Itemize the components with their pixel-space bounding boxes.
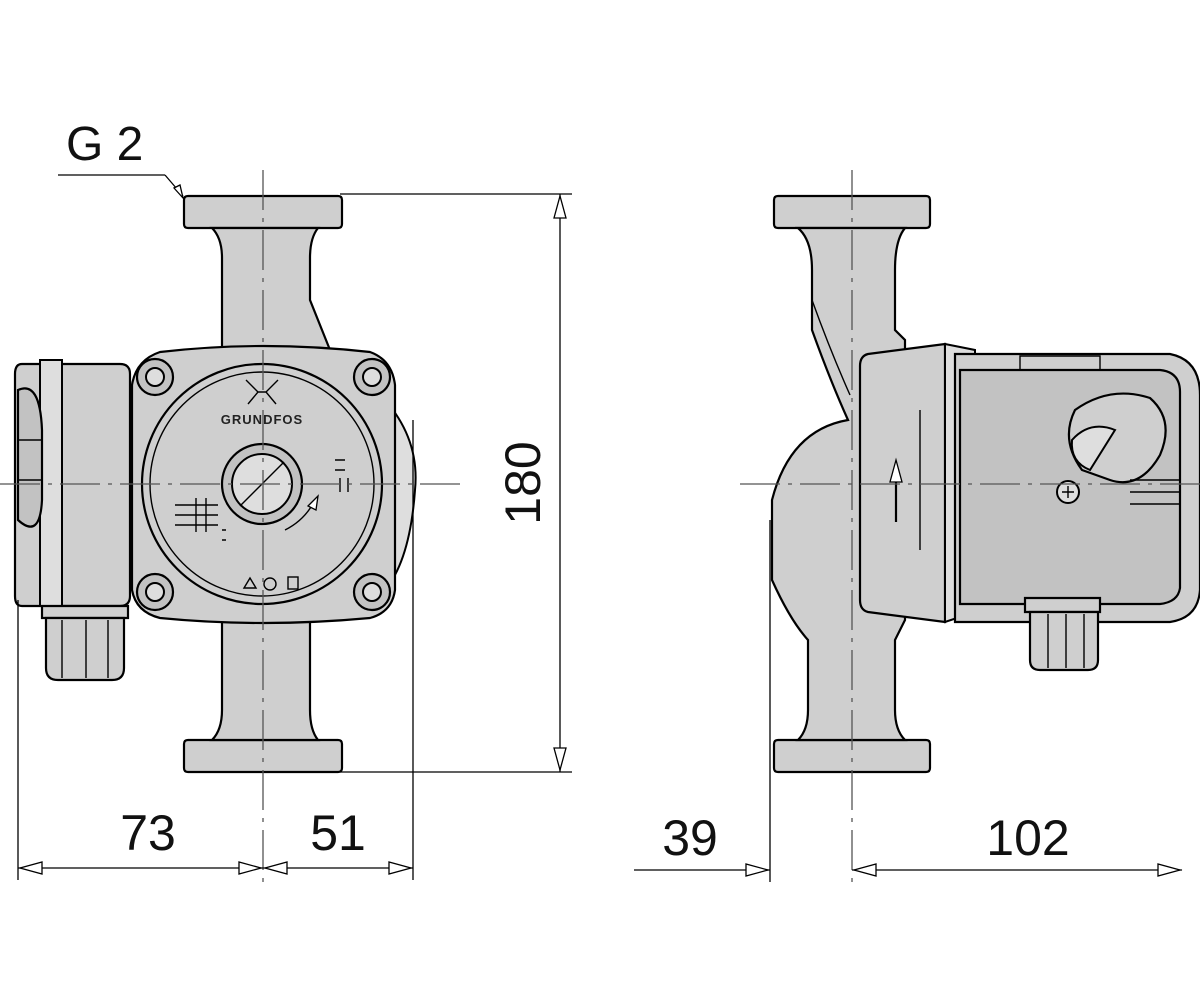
thread-label: G 2 — [66, 118, 143, 171]
side-left-value: 39 — [662, 810, 718, 866]
upper-pipe — [209, 226, 332, 352]
side-motor-front — [858, 342, 947, 624]
bolt-holes — [135, 357, 392, 612]
grundfos-logo-icon — [245, 379, 279, 405]
cable-gland-base — [40, 604, 130, 620]
side-top-flange — [772, 194, 932, 230]
speed-knob-pointer — [1070, 425, 1117, 472]
side-cable-gland-base — [1023, 596, 1102, 614]
side-cable-gland — [1028, 610, 1100, 672]
flow-arrow-icon — [889, 457, 903, 483]
marking-symbols-icon — [175, 459, 349, 541]
left-width-value: 73 — [120, 805, 176, 861]
terminal-box-lid — [39, 359, 63, 607]
side-view: 39 102 — [634, 170, 1200, 885]
bottom-flange — [182, 738, 344, 774]
cable-gland — [44, 616, 126, 682]
right-width-value: 51 — [310, 805, 366, 861]
height-dimension-value: 180 — [495, 441, 551, 524]
speed-switch — [16, 387, 44, 528]
side-right-value: 102 — [986, 810, 1069, 866]
top-flange — [182, 194, 344, 230]
certification-marks-icon — [242, 576, 299, 591]
thread-leader-arrow — [172, 184, 185, 201]
front-view: GRUNDFOS — [0, 118, 572, 885]
brand-text: GRUNDFOS — [221, 412, 303, 427]
lower-pipe — [209, 608, 321, 742]
side-bottom-flange — [772, 738, 932, 774]
